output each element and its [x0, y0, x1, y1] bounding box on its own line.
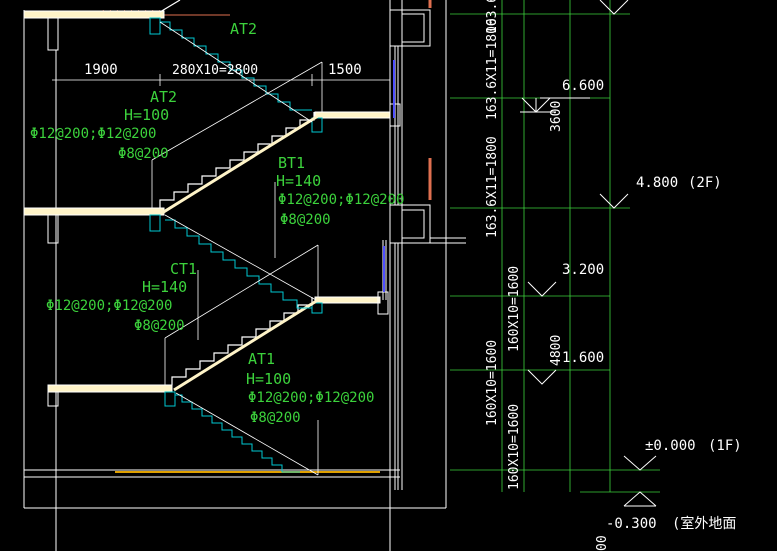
stair-flight-3 [159, 0, 312, 111]
at1-rebar-1: Φ12@200;Φ12@200 [248, 390, 374, 406]
level-markers [520, 0, 657, 507]
level-6600: 6.600 [562, 78, 604, 94]
level-neg0300-tag: (室外地面 [672, 515, 736, 532]
at2-h: H=100 [124, 106, 169, 124]
dim-vertical-4800: 4800 [549, 335, 564, 366]
at2-rebar-2: Φ8@200 [118, 146, 169, 162]
vertical-dimension-lines [450, 0, 660, 493]
dim-1500: 1500 [328, 62, 362, 78]
at2-name: AT2 [150, 88, 177, 106]
at1-name: AT1 [248, 350, 275, 368]
ct1-rebar-2: Φ8@200 [134, 318, 185, 334]
dim-vertical-1800-a: 163.6X11=1800 [485, 18, 500, 120]
dim-vertical-top: 163.6X [485, 0, 500, 34]
floor-slabs [23, 10, 391, 407]
bt1-rebar-1: Φ12@200;Φ12@200 [278, 192, 404, 208]
level-3200: 3.200 [562, 262, 604, 278]
dim-vertical-1800-b: 163.6X11=1800 [485, 136, 500, 238]
ct1-rebar-1: Φ12@200;Φ12@200 [46, 298, 172, 314]
right-wall [377, 9, 466, 490]
annotation-bt1: BT1 H=140 Φ12@200;Φ12@200 Φ8@200 [276, 154, 404, 228]
label-at2-top: AT2 [230, 20, 257, 38]
level-0000: ±0.000 [645, 438, 696, 454]
level-neg0300: -0.300 [606, 516, 657, 532]
at1-rebar-2: Φ8@200 [250, 410, 301, 426]
annotation-at2: AT2 H=100 Φ12@200;Φ12@200 Φ8@200 [30, 88, 177, 162]
dim-vertical-bottom: 00 [595, 535, 610, 551]
at2-rebar-1: Φ12@200;Φ12@200 [30, 126, 156, 142]
dim-vertical-1600-a: 160X10=1600 [507, 266, 522, 352]
leader-lines [151, 21, 323, 476]
level-0000-tag: (1F) [708, 438, 742, 454]
bt1-h: H=140 [276, 172, 321, 190]
bt1-rebar-2: Φ8@200 [280, 212, 331, 228]
level-1600: 1.600 [562, 350, 604, 366]
horizontal-dimension [52, 74, 390, 86]
dim-vertical-1600-b: 160X10=1600 [485, 340, 500, 426]
annotation-at1: AT1 H=100 Φ12@200;Φ12@200 Φ8@200 [246, 350, 374, 426]
dim-vertical-3600: 3600 [549, 101, 564, 132]
annotation-ct1: CT1 H=140 Φ12@200;Φ12@200 Φ8@200 [46, 260, 197, 334]
ct1-h: H=140 [142, 278, 187, 296]
window-accents [383, 0, 432, 292]
bt1-name: BT1 [278, 154, 305, 172]
building-outline [23, 0, 447, 551]
ct1-name: CT1 [170, 260, 197, 278]
dim-1900: 1900 [84, 62, 118, 78]
level-4800-tag: (2F) [688, 175, 722, 191]
level-4800: 4.800 [636, 175, 678, 191]
dim-280x10: 280X10=2800 [172, 63, 258, 78]
at1-h: H=100 [246, 370, 291, 388]
dim-vertical-1600-c: 160X10=1600 [507, 404, 522, 490]
stair-flight-1 [171, 297, 319, 473]
stair-flight-2 [159, 112, 319, 309]
